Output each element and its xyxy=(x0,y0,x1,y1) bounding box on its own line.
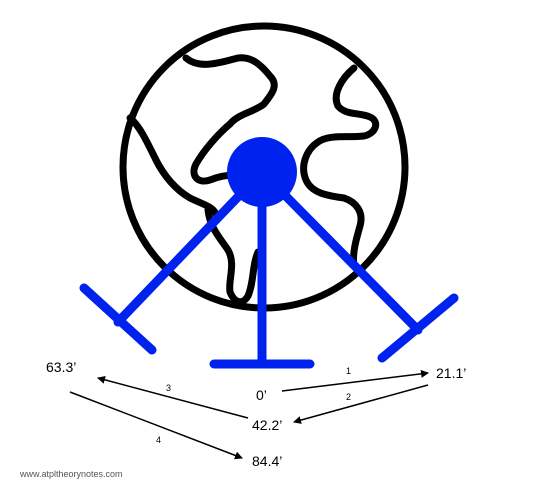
arrow-step-1 xyxy=(281,369,429,392)
aerial-right-arm xyxy=(261,171,423,335)
landmass-west xyxy=(126,114,220,218)
step-label-4: 4 xyxy=(156,435,161,445)
arrow-step-4 xyxy=(69,391,243,460)
distance-label-fourth: 84.4’ xyxy=(252,453,282,469)
distance-label-origin: 0’ xyxy=(256,387,267,403)
distance-label-second: 42.2’ xyxy=(252,417,282,433)
website-credit: www.atpltheorynotes.com xyxy=(19,469,123,479)
distance-label-first: 21.1’ xyxy=(436,365,466,381)
arrow-step-3 xyxy=(97,375,249,419)
aerial-left-arm xyxy=(113,171,263,327)
step-label-1: 1 xyxy=(346,366,351,376)
step-label-2: 2 xyxy=(346,392,351,402)
aerial-right-foot xyxy=(377,293,459,363)
aerial-icon xyxy=(79,137,459,369)
arrow-step-2 xyxy=(293,384,429,424)
aerial-left-foot xyxy=(79,283,157,355)
landmass-east xyxy=(300,64,380,270)
distance-label-third: 63.3’ xyxy=(46,359,76,375)
landmass-south xyxy=(204,206,262,306)
step-label-3: 3 xyxy=(166,383,171,393)
aerial-hub xyxy=(227,137,297,207)
landmass-north xyxy=(182,54,278,185)
